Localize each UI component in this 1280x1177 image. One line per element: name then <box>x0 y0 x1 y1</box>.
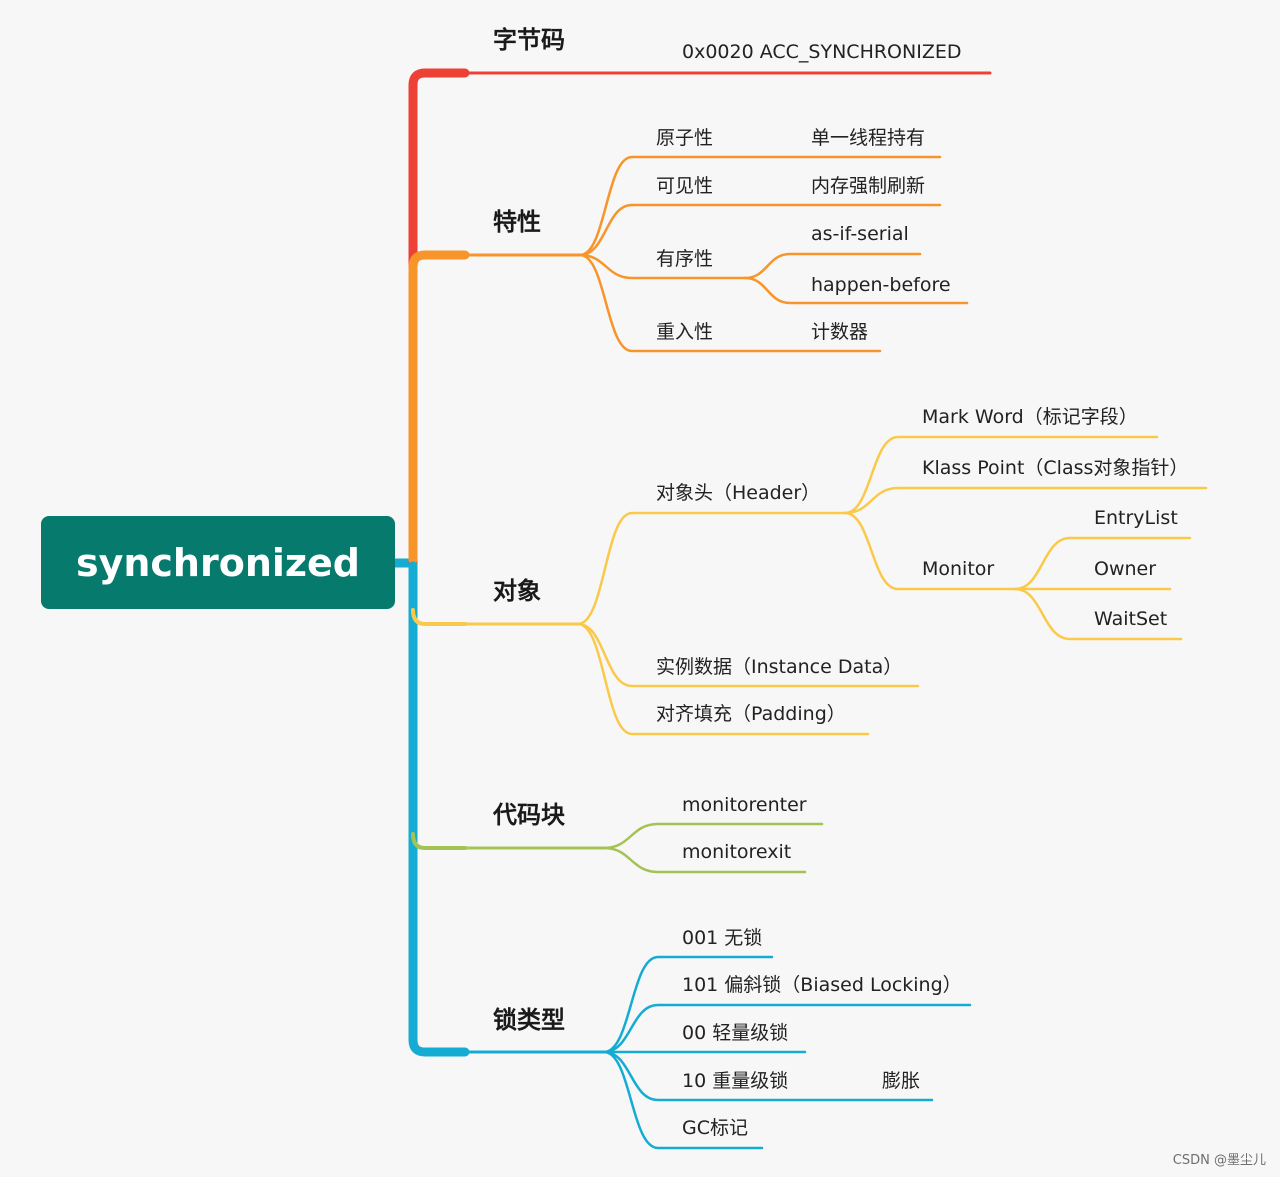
edge-no-lock <box>602 955 774 1054</box>
node-object-header[interactable]: 对象头（Header） <box>656 482 821 504</box>
edge-mark-word <box>843 435 1159 515</box>
edge-heavyweight-lock <box>602 1050 934 1102</box>
node-atomicity[interactable]: 原子性 <box>656 127 714 149</box>
node-mark-word[interactable]: Mark Word（标记字段） <box>922 406 1138 428</box>
edge-monitor <box>843 511 1017 591</box>
node-monitorenter[interactable]: monitorenter <box>682 794 807 816</box>
node-instance-data[interactable]: 实例数据（Instance Data） <box>656 656 903 678</box>
edge-happen-before <box>743 276 969 305</box>
node-no-lock[interactable]: 001 无锁 <box>682 927 763 949</box>
node-atomicity-detail[interactable]: 单一线程持有 <box>811 127 926 149</box>
node-monitor[interactable]: Monitor <box>922 558 995 580</box>
edge-visibility <box>578 203 942 257</box>
root-node-synchronized[interactable]: synchronized <box>41 516 395 609</box>
node-visibility-detail[interactable]: 内存强制刷新 <box>811 175 926 197</box>
node-gc-mark[interactable]: GC标记 <box>682 1117 748 1139</box>
edge-monitorexit <box>602 846 807 874</box>
node-entrylist[interactable]: EntryList <box>1094 507 1178 529</box>
branch-object[interactable]: 对象 <box>493 577 541 605</box>
trunk-codeblock <box>411 832 467 850</box>
branch-features[interactable]: 特性 <box>493 208 541 236</box>
edge-object-header <box>576 511 847 626</box>
trunk-features <box>408 250 470 565</box>
edge-padding <box>576 622 870 736</box>
node-reentrancy-detail[interactable]: 计数器 <box>811 321 869 343</box>
node-visibility[interactable]: 可见性 <box>656 175 714 197</box>
watermark: CSDN @墨尘儿 <box>1172 1153 1266 1168</box>
node-ordering[interactable]: 有序性 <box>656 248 714 270</box>
node-monitorexit[interactable]: monitorexit <box>682 841 792 863</box>
node-biased-lock[interactable]: 101 偏斜锁（Biased Locking） <box>682 974 962 996</box>
edge-gc-mark <box>602 1050 764 1150</box>
branch-codeblock[interactable]: 代码块 <box>493 801 565 829</box>
node-klass-point[interactable]: Klass Point（Class对象指针） <box>922 457 1189 479</box>
branch-locktype[interactable]: 锁类型 <box>493 1006 565 1034</box>
root-label: synchronized <box>75 540 361 585</box>
node-owner[interactable]: Owner <box>1094 558 1157 580</box>
edge-biased-lock <box>602 1003 972 1054</box>
node-acc-synchronized[interactable]: 0x0020 ACC_SYNCHRONIZED <box>682 41 962 63</box>
trunk-locktype <box>408 561 470 1057</box>
node-as-if-serial[interactable]: as-if-serial <box>811 223 909 245</box>
branch-bytecode[interactable]: 字节码 <box>493 26 565 54</box>
edge-klass-point <box>843 486 1208 515</box>
node-happen-before[interactable]: happen-before <box>811 274 951 296</box>
edge-as-if-serial <box>743 252 922 280</box>
node-reentrancy[interactable]: 重入性 <box>656 321 714 343</box>
node-padding[interactable]: 对齐填充（Padding） <box>656 703 846 725</box>
edge-reentrancy <box>578 253 882 353</box>
edge-monitorenter <box>602 822 824 850</box>
node-lightweight-lock[interactable]: 00 轻量级锁 <box>682 1022 789 1044</box>
trunk-bytecode <box>408 68 470 568</box>
edge-atomicity <box>578 155 942 257</box>
edge-ordering <box>578 253 747 280</box>
node-inflate[interactable]: 膨胀 <box>882 1070 921 1092</box>
node-waitset[interactable]: WaitSet <box>1094 608 1168 630</box>
edge-entrylist <box>1013 536 1192 591</box>
trunk-object <box>411 608 467 626</box>
edge-waitset <box>1013 587 1183 641</box>
node-heavyweight-lock[interactable]: 10 重量级锁 <box>682 1070 789 1092</box>
